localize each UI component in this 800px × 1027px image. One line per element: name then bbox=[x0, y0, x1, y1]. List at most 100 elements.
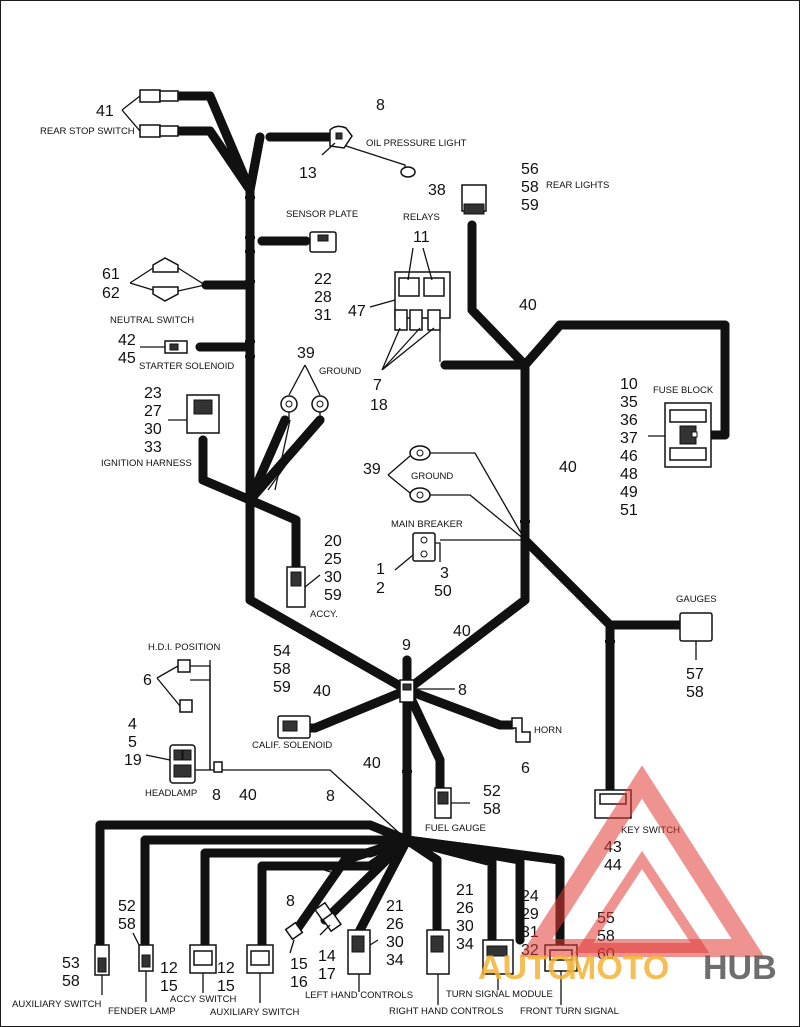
callout-rear-lights-1: 58 bbox=[521, 179, 539, 196]
label-front-turn-signal: FRONT TURN SIGNAL bbox=[520, 1006, 619, 1017]
watermark-text-hub: HUB bbox=[703, 949, 777, 987]
rear-lights-connector bbox=[461, 184, 487, 215]
turn-signal-module bbox=[482, 939, 514, 990]
label-calif-solenoid: CALIF. SOLENOID bbox=[252, 740, 332, 751]
callout-breaker-2: 2 bbox=[376, 580, 385, 597]
label-auxiliary-switch-left: AUXILIARY SWITCH bbox=[12, 999, 102, 1010]
label-auxiliary-switch-2: AUXILIARY SWITCH bbox=[210, 1007, 300, 1018]
hdi-position bbox=[156, 659, 211, 770]
label-rear-lights: REAR LIGHTS bbox=[546, 180, 609, 191]
callout-40-e: 40 bbox=[239, 787, 257, 804]
callout-accy-1: 25 bbox=[324, 551, 342, 568]
label-accy-switch: ACCY SWITCH bbox=[170, 994, 236, 1005]
callout-calif-2: 59 bbox=[273, 679, 291, 696]
callout-39-mid: 39 bbox=[363, 461, 381, 478]
callout-fuse-4: 46 bbox=[620, 448, 638, 465]
callout-headlamp-0: 4 bbox=[128, 716, 137, 733]
label-headlamp: HEADLAMP bbox=[145, 788, 197, 799]
plug-connectors bbox=[284, 867, 342, 954]
callout-headlamp-2: 19 bbox=[124, 752, 142, 769]
callout-tsm-0: 24 bbox=[521, 888, 539, 905]
fuel-gauge-connector bbox=[434, 787, 470, 819]
watermark-text-moto: MOTO bbox=[568, 949, 669, 987]
label-right-hand-controls: RIGHT HAND CONTROLS bbox=[389, 1006, 503, 1017]
callout-relays-7: 7 bbox=[373, 377, 382, 394]
callout-plug-1: 17 bbox=[318, 966, 336, 983]
callout-lhc-3: 34 bbox=[386, 952, 404, 969]
callout-fuse-5: 48 bbox=[620, 466, 638, 483]
relays-block bbox=[369, 247, 451, 371]
label-hdi-position: H.D.I. POSITION bbox=[148, 642, 220, 653]
oil-pressure-light bbox=[321, 125, 416, 178]
harness-sleeve-breaks bbox=[245, 196, 615, 773]
sensor-plate-connector bbox=[309, 231, 337, 253]
callout-breaker-3: 3 bbox=[440, 565, 449, 582]
callout-fuse-2: 36 bbox=[620, 412, 638, 429]
ignition-harness-connector bbox=[168, 394, 220, 434]
callout-headlamp-1: 5 bbox=[128, 734, 137, 751]
callout-aux2-0: 12 bbox=[217, 960, 235, 977]
callout-rhc-0: 21 bbox=[456, 882, 474, 899]
label-ignition-harness: IGNITION HARNESS bbox=[101, 458, 192, 469]
headlamp bbox=[145, 744, 223, 784]
callout-lhc-0: 21 bbox=[386, 898, 404, 915]
callout-fender-1: 58 bbox=[118, 916, 136, 933]
callout-accy-sw-1: 15 bbox=[160, 978, 178, 995]
label-turn-signal-module: TURN SIGNAL MODULE bbox=[446, 989, 553, 1000]
callout-gauges-1: 58 bbox=[686, 684, 704, 701]
gauges-connector bbox=[679, 612, 713, 660]
callout-horn-6: 6 bbox=[521, 760, 530, 777]
callout-aux-left-0: 53 bbox=[62, 955, 80, 972]
callout-aux-left-1: 58 bbox=[62, 973, 80, 990]
label-neutral-switch: NEUTRAL SWITCH bbox=[110, 315, 194, 326]
calif-solenoid-connector bbox=[277, 715, 311, 739]
callout-hdi-6: 6 bbox=[143, 672, 152, 689]
callout-fender-0: 52 bbox=[118, 898, 136, 915]
callout-13: 13 bbox=[299, 165, 317, 182]
callout-40-d: 40 bbox=[313, 683, 331, 700]
callout-accy-0: 20 bbox=[324, 533, 342, 550]
watermark: AUTO MOTO HUB bbox=[478, 765, 777, 987]
label-accy: ACCY. bbox=[310, 609, 338, 620]
label-starter-solenoid: STARTER SOLENOID bbox=[139, 361, 234, 372]
callout-gauges-0: 57 bbox=[686, 666, 704, 683]
fender-lamp-connector bbox=[132, 932, 154, 1002]
callout-ignition-0: 23 bbox=[144, 385, 162, 402]
callout-rhc-1: 26 bbox=[456, 900, 474, 917]
callout-rear-lights-2: 59 bbox=[521, 197, 539, 214]
callout-relays-11: 11 bbox=[413, 229, 430, 246]
label-key-switch: KEY SWITCH bbox=[621, 825, 680, 836]
callout-starter-0: 42 bbox=[118, 332, 136, 349]
callout-fuse-7: 51 bbox=[620, 502, 638, 519]
starter-solenoid-connector bbox=[140, 340, 188, 354]
callout-neutral-0: 61 bbox=[102, 266, 120, 283]
label-relays: RELAYS bbox=[403, 212, 440, 223]
callout-plug2-1: 16 bbox=[290, 974, 308, 991]
label-fender-lamp: FENDER LAMP bbox=[108, 1006, 176, 1017]
callout-rhc-2: 30 bbox=[456, 918, 474, 935]
neutral-switch bbox=[129, 257, 207, 302]
aux-switch-2 bbox=[246, 944, 274, 1003]
callout-39-top: 39 bbox=[297, 345, 315, 362]
callout-40-f: 40 bbox=[363, 755, 381, 772]
callout-breaker-50: 50 bbox=[434, 583, 452, 600]
callout-fuse-0: 10 bbox=[620, 376, 638, 393]
callout-ignition-3: 33 bbox=[144, 439, 162, 456]
callout-41: 41 bbox=[96, 103, 114, 120]
label-left-hand-controls: LEFT HAND CONTROLS bbox=[305, 990, 413, 1001]
callout-fuse-1: 35 bbox=[620, 394, 638, 411]
aux-switch-left bbox=[94, 944, 110, 995]
callout-starter-1: 45 bbox=[118, 350, 136, 367]
callout-lhc-1: 26 bbox=[386, 916, 404, 933]
label-oil-pressure-light: OIL PRESSURE LIGHT bbox=[366, 138, 467, 149]
label-rear-stop-switch: REAR STOP SWITCH bbox=[40, 126, 135, 137]
callout-plug-0: 14 bbox=[318, 948, 336, 965]
callout-40-c: 40 bbox=[453, 623, 471, 640]
callout-47: 47 bbox=[348, 303, 366, 320]
callout-aux2-1: 15 bbox=[217, 978, 235, 995]
callout-sensor-1: 28 bbox=[314, 289, 332, 306]
callout-8-bottom: 8 bbox=[326, 788, 335, 805]
harness-wires bbox=[95, 91, 730, 950]
right-hand-controls-connector bbox=[426, 929, 450, 1005]
label-horn: HORN bbox=[534, 725, 562, 736]
